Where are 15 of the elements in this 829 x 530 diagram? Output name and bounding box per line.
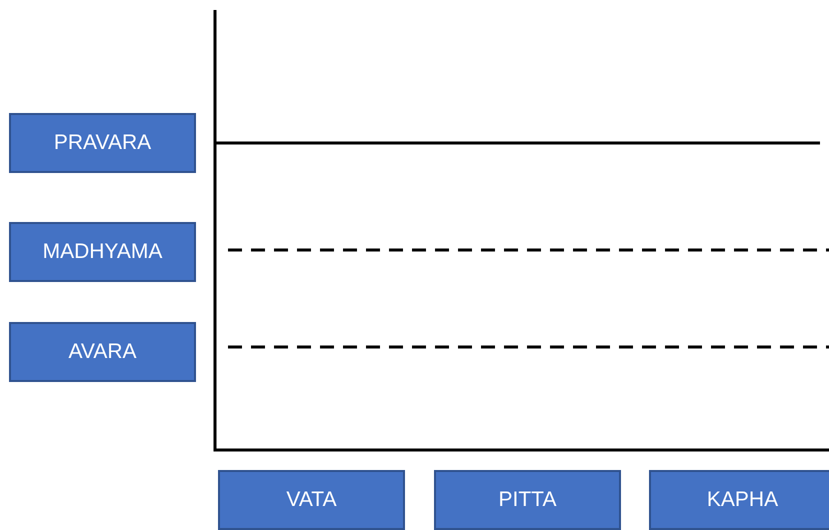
category-box [9,113,196,173]
category-label: VATA [286,488,337,512]
dashed-level-line [228,346,829,348]
category-label: AVARA [68,340,137,364]
level-line [215,142,820,144]
category-label: KAPHA [706,488,778,512]
category-box [434,470,621,530]
category-label: PITTA [498,488,556,512]
category-box [9,322,196,382]
category-label: PRAVARA [54,131,152,155]
category-label: MADHYAMA [42,240,162,264]
category-box [649,470,829,530]
category-box [9,222,196,282]
dashed-level-line [228,248,829,252]
category-box [218,470,405,530]
